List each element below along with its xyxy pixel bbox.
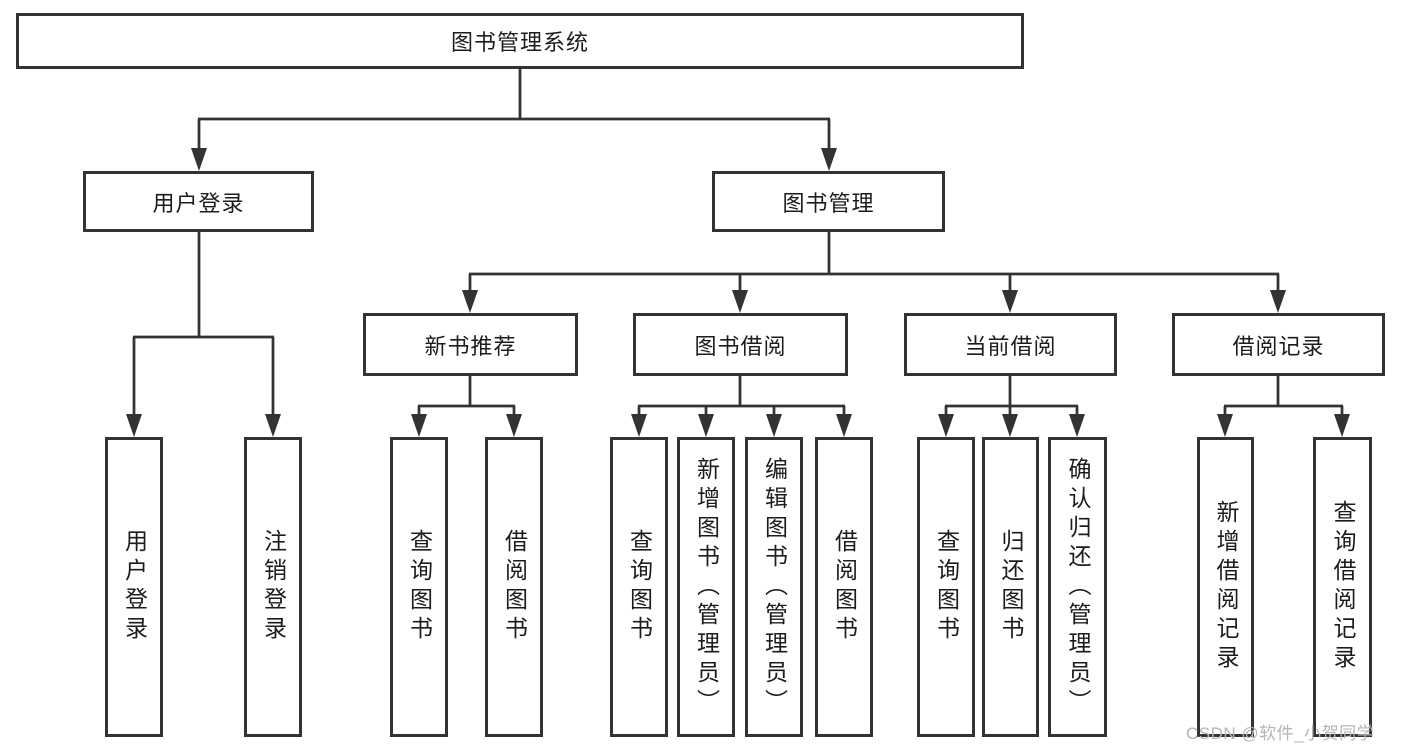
leaf-add-borrow-record-label: 新增借阅记录 <box>1213 500 1239 674</box>
node-current-borrowing: 当前借阅 <box>904 313 1117 376</box>
leaf-query-books-borrowing-label: 查询图书 <box>626 529 653 645</box>
leaf-user-login: 用户登录 <box>105 437 163 737</box>
leaf-add-borrow-record: 新增借阅记录 <box>1197 437 1254 737</box>
node-borrowing-records-label: 借阅记录 <box>1232 333 1325 359</box>
leaf-query-books-borrowing: 查询图书 <box>610 437 668 737</box>
leaf-logout-login: 注销登录 <box>244 437 302 737</box>
leaf-query-books-current: 查询图书 <box>917 437 975 737</box>
leaf-borrow-books-recommend-label: 借阅图书 <box>501 529 528 645</box>
node-book-management-label: 图书管理 <box>782 190 875 216</box>
leaf-return-books-label: 归还图书 <box>998 529 1024 645</box>
node-new-book-recommendation-label: 新书推荐 <box>424 333 517 359</box>
node-borrowing-records: 借阅记录 <box>1172 313 1385 376</box>
node-book-management: 图书管理 <box>712 171 945 232</box>
leaf-query-borrow-record-label: 查询借阅记录 <box>1330 500 1356 674</box>
leaf-confirm-return-admin: 确认归还（管理员） <box>1048 437 1107 737</box>
node-book-borrowing: 图书借阅 <box>633 313 848 376</box>
node-user-login: 用户登录 <box>83 171 314 232</box>
node-user-login-label: 用户登录 <box>152 190 245 216</box>
leaf-query-borrow-record: 查询借阅记录 <box>1313 437 1372 737</box>
leaf-return-books: 归还图书 <box>982 437 1039 737</box>
node-library-system: 图书管理系统 <box>16 13 1024 69</box>
csdn-watermark: CSDN @软件_小贺同学 <box>1186 724 1375 743</box>
leaf-add-books-admin: 新增图书（管理员） <box>677 437 735 737</box>
leaf-user-login-label: 用户登录 <box>121 529 148 645</box>
leaf-query-books-recommend-label: 查询图书 <box>406 529 433 645</box>
leaf-borrow-books: 借阅图书 <box>815 437 873 737</box>
node-book-borrowing-label: 图书借阅 <box>694 333 787 359</box>
leaf-edit-books-admin: 编辑图书（管理员） <box>745 437 803 737</box>
node-new-book-recommendation: 新书推荐 <box>363 313 578 376</box>
leaf-query-books-recommend: 查询图书 <box>390 437 448 737</box>
node-library-system-label: 图书管理系统 <box>450 30 589 55</box>
node-current-borrowing-label: 当前借阅 <box>964 333 1057 359</box>
leaf-add-books-admin-label: 新增图书（管理员） <box>693 456 720 718</box>
connector-arrowheads <box>126 148 1350 437</box>
leaf-borrow-books-label: 借阅图书 <box>831 529 858 645</box>
leaf-confirm-return-admin-label: 确认归还（管理员） <box>1065 456 1091 718</box>
leaf-query-books-current-label: 查询图书 <box>933 529 960 645</box>
leaf-logout-login-label: 注销登录 <box>260 529 287 645</box>
leaf-borrow-books-recommend: 借阅图书 <box>485 437 543 737</box>
connector-lines <box>132 69 1344 421</box>
leaf-edit-books-admin-label: 编辑图书（管理员） <box>761 456 788 718</box>
